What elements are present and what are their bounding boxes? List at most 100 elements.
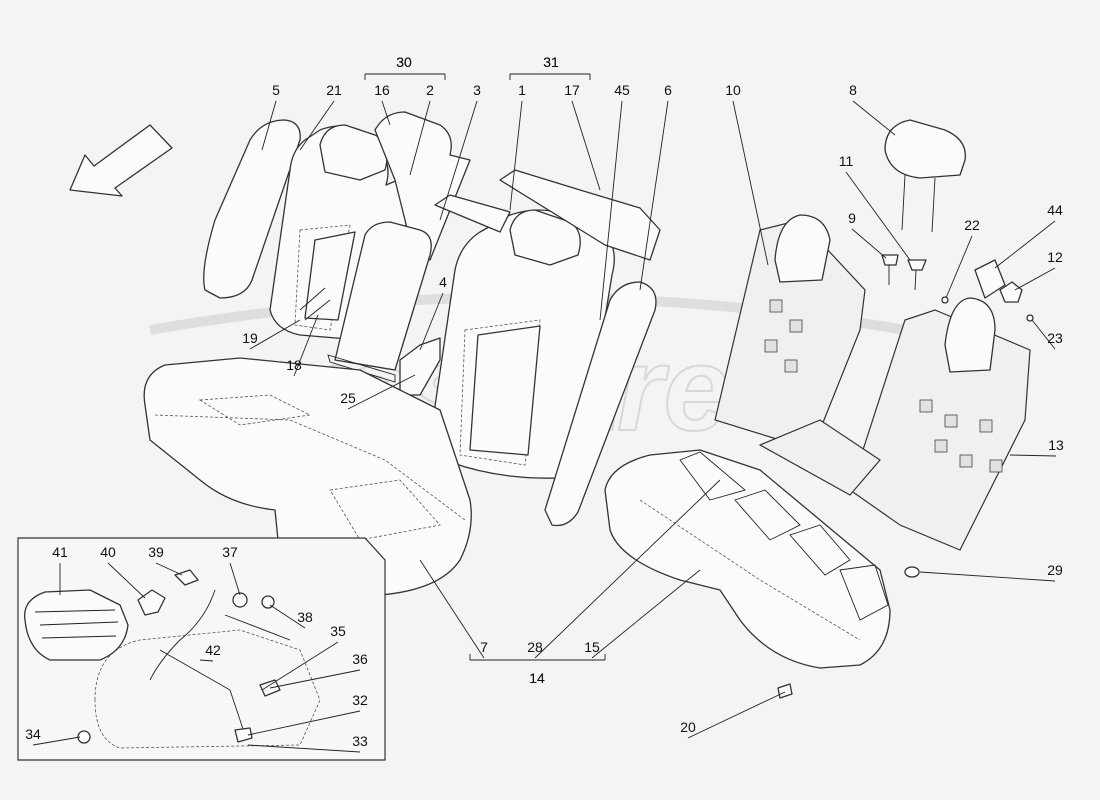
callout-label-16: 16 [374,82,390,98]
group-bracket-14 [469,654,606,661]
group-label-31: 31 [543,54,559,70]
leader-line-12 [1014,267,1056,291]
leader-line-32 [247,710,361,736]
leader-line-6 [639,100,669,291]
group-bracket-31 [509,73,591,80]
headrest [884,119,966,233]
leader-line-45 [599,100,623,321]
callout-label-36: 36 [352,651,368,667]
leader-line-18 [293,314,319,377]
callout-label-14: 14 [529,670,545,686]
clip-39 [174,569,199,586]
callout-label-5: 5 [272,82,280,98]
left-backrest [269,125,421,341]
armrest [327,221,432,383]
leader-line-1 [509,100,523,211]
callout-label-31: 31 [543,54,559,70]
leader-line-33 [247,744,361,753]
right-upper-panel [434,169,661,261]
leader-line-36 [269,669,361,689]
leader-line-7 [419,559,485,659]
callout-label-29: 29 [1047,562,1063,578]
group-label-30: 30 [396,54,412,70]
group-bracket-30 [364,73,446,80]
leader-line-25 [347,374,416,410]
leader-line-39 [155,562,183,576]
callout-label-9: 9 [848,210,856,226]
latch-12 [999,281,1023,303]
leader-line-21 [299,100,335,151]
leader-line-29 [919,571,1056,582]
callout-label-10: 10 [725,82,741,98]
leader-line-3 [439,100,478,221]
callout-label-17: 17 [564,82,580,98]
hook-20 [777,683,793,699]
leader-line-16 [381,100,391,126]
leader-line-19 [249,319,301,350]
headrest-guide-11 [907,259,927,291]
socket-38 [261,595,275,609]
callout-label-32: 32 [352,692,368,708]
callout-label-6: 6 [664,82,672,98]
group-label-14: 14 [529,670,545,686]
frame-headrest-right [944,297,996,373]
leader-line-10 [732,100,769,266]
callout-label-45: 45 [614,82,630,98]
callout-label-12: 12 [1047,249,1063,265]
callout-label-30: 30 [396,54,412,70]
leader-line-15 [591,569,701,659]
callout-label-22: 22 [964,217,980,233]
connector-32 [234,727,253,743]
leader-lines [32,100,1057,753]
callout-label-37: 37 [222,544,238,560]
leader-line-22 [945,235,973,299]
callout-label-39: 39 [148,544,164,560]
bracket-40 [137,589,166,616]
callout-label-38: 38 [297,609,313,625]
callout-label-42: 42 [205,642,221,658]
callout-label-20: 20 [680,719,696,735]
callout-label-34: 34 [25,726,41,742]
callout-label-3: 3 [473,82,481,98]
frame-headrest-left [774,214,831,283]
leader-line-35 [261,641,339,691]
callout-label-21: 21 [326,82,342,98]
callout-label-15: 15 [584,639,600,655]
clip-22 [941,296,949,304]
callout-label-2: 2 [426,82,434,98]
right-seat-cushion [604,449,891,669]
leader-line-2 [409,100,431,176]
callout-label-18: 18 [286,357,302,373]
leader-line-9 [851,228,887,259]
detail-inset [17,537,386,761]
callout-label-23: 23 [1047,330,1063,346]
callout-label-1: 1 [518,82,526,98]
left-side-bolster [203,119,301,299]
right-side-bolster [544,281,657,527]
leader-line-5 [261,100,277,151]
leader-line-38 [269,604,306,629]
callout-label-33: 33 [352,733,368,749]
callout-label-44: 44 [1047,202,1063,218]
callout-label-40: 40 [100,544,116,560]
button-29 [904,566,920,578]
leader-line-37 [229,562,241,596]
left-headrest [319,124,388,181]
frame-holes [764,299,1003,473]
pad-44 [974,259,1006,299]
nut-23 [1026,314,1034,322]
leader-line-28 [534,479,721,659]
leader-line-11 [845,171,911,261]
leader-line-23 [1031,319,1056,350]
callout-label-7: 7 [480,639,488,655]
leader-line-13 [1009,454,1057,457]
leader-line-34 [32,736,81,746]
leader-line-17 [571,100,601,191]
callout-label-35: 35 [330,623,346,639]
leader-line-44 [994,220,1056,269]
leader-line-40 [107,562,146,599]
headrest-guide-9 [881,254,899,285]
leader-line-42 [199,659,214,662]
